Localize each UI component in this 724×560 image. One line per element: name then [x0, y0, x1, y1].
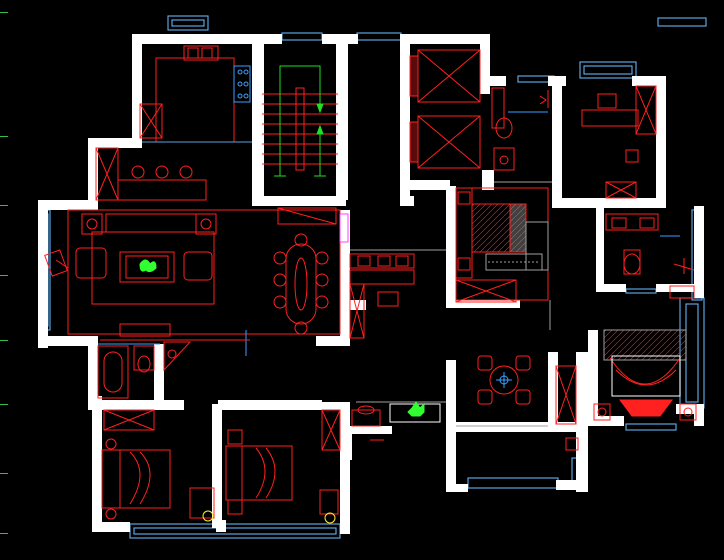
round-table-icon — [477, 355, 531, 405]
plant-icon — [139, 259, 157, 273]
ruler-tick — [0, 275, 8, 276]
plant-icon — [407, 401, 425, 417]
bath-small — [491, 87, 549, 171]
bedroom-2 — [225, 409, 341, 524]
ruler-tick — [0, 12, 8, 13]
corridor-cabinets — [349, 253, 415, 339]
sofa-icon — [44, 209, 341, 356]
walls — [38, 34, 704, 534]
kitchen — [139, 45, 252, 143]
ruler-tick — [0, 404, 8, 405]
furniture — [44, 45, 697, 524]
bath-right — [605, 213, 695, 299]
window-stair — [281, 32, 323, 41]
bedroom-1 — [101, 409, 215, 522]
stair-up-arrow-icon — [316, 124, 324, 135]
study — [581, 85, 657, 199]
ruler-tick — [0, 136, 8, 137]
window-small — [625, 288, 657, 294]
partitions — [350, 181, 552, 427]
window-top-left — [167, 15, 209, 31]
window-master-bottom — [625, 423, 677, 431]
window-bottom-bedrooms — [129, 523, 341, 539]
entry — [351, 401, 441, 441]
window-corridor — [356, 32, 402, 41]
master-bedroom — [555, 329, 697, 451]
ruler-tick — [0, 340, 8, 341]
bar-counter — [95, 147, 207, 201]
bed-icon — [455, 187, 549, 303]
ruler-tick — [0, 205, 8, 206]
elevator-icon — [409, 49, 481, 169]
dining-table-icon — [273, 207, 349, 335]
ruler-tick — [0, 533, 8, 534]
bathtub-icon — [97, 341, 192, 399]
window-study — [579, 61, 637, 79]
ruler-tick — [0, 473, 8, 474]
window-top-right — [657, 17, 707, 27]
stairwell — [262, 65, 338, 177]
stair-down-arrow-icon — [316, 103, 324, 114]
window-tea — [467, 477, 559, 489]
